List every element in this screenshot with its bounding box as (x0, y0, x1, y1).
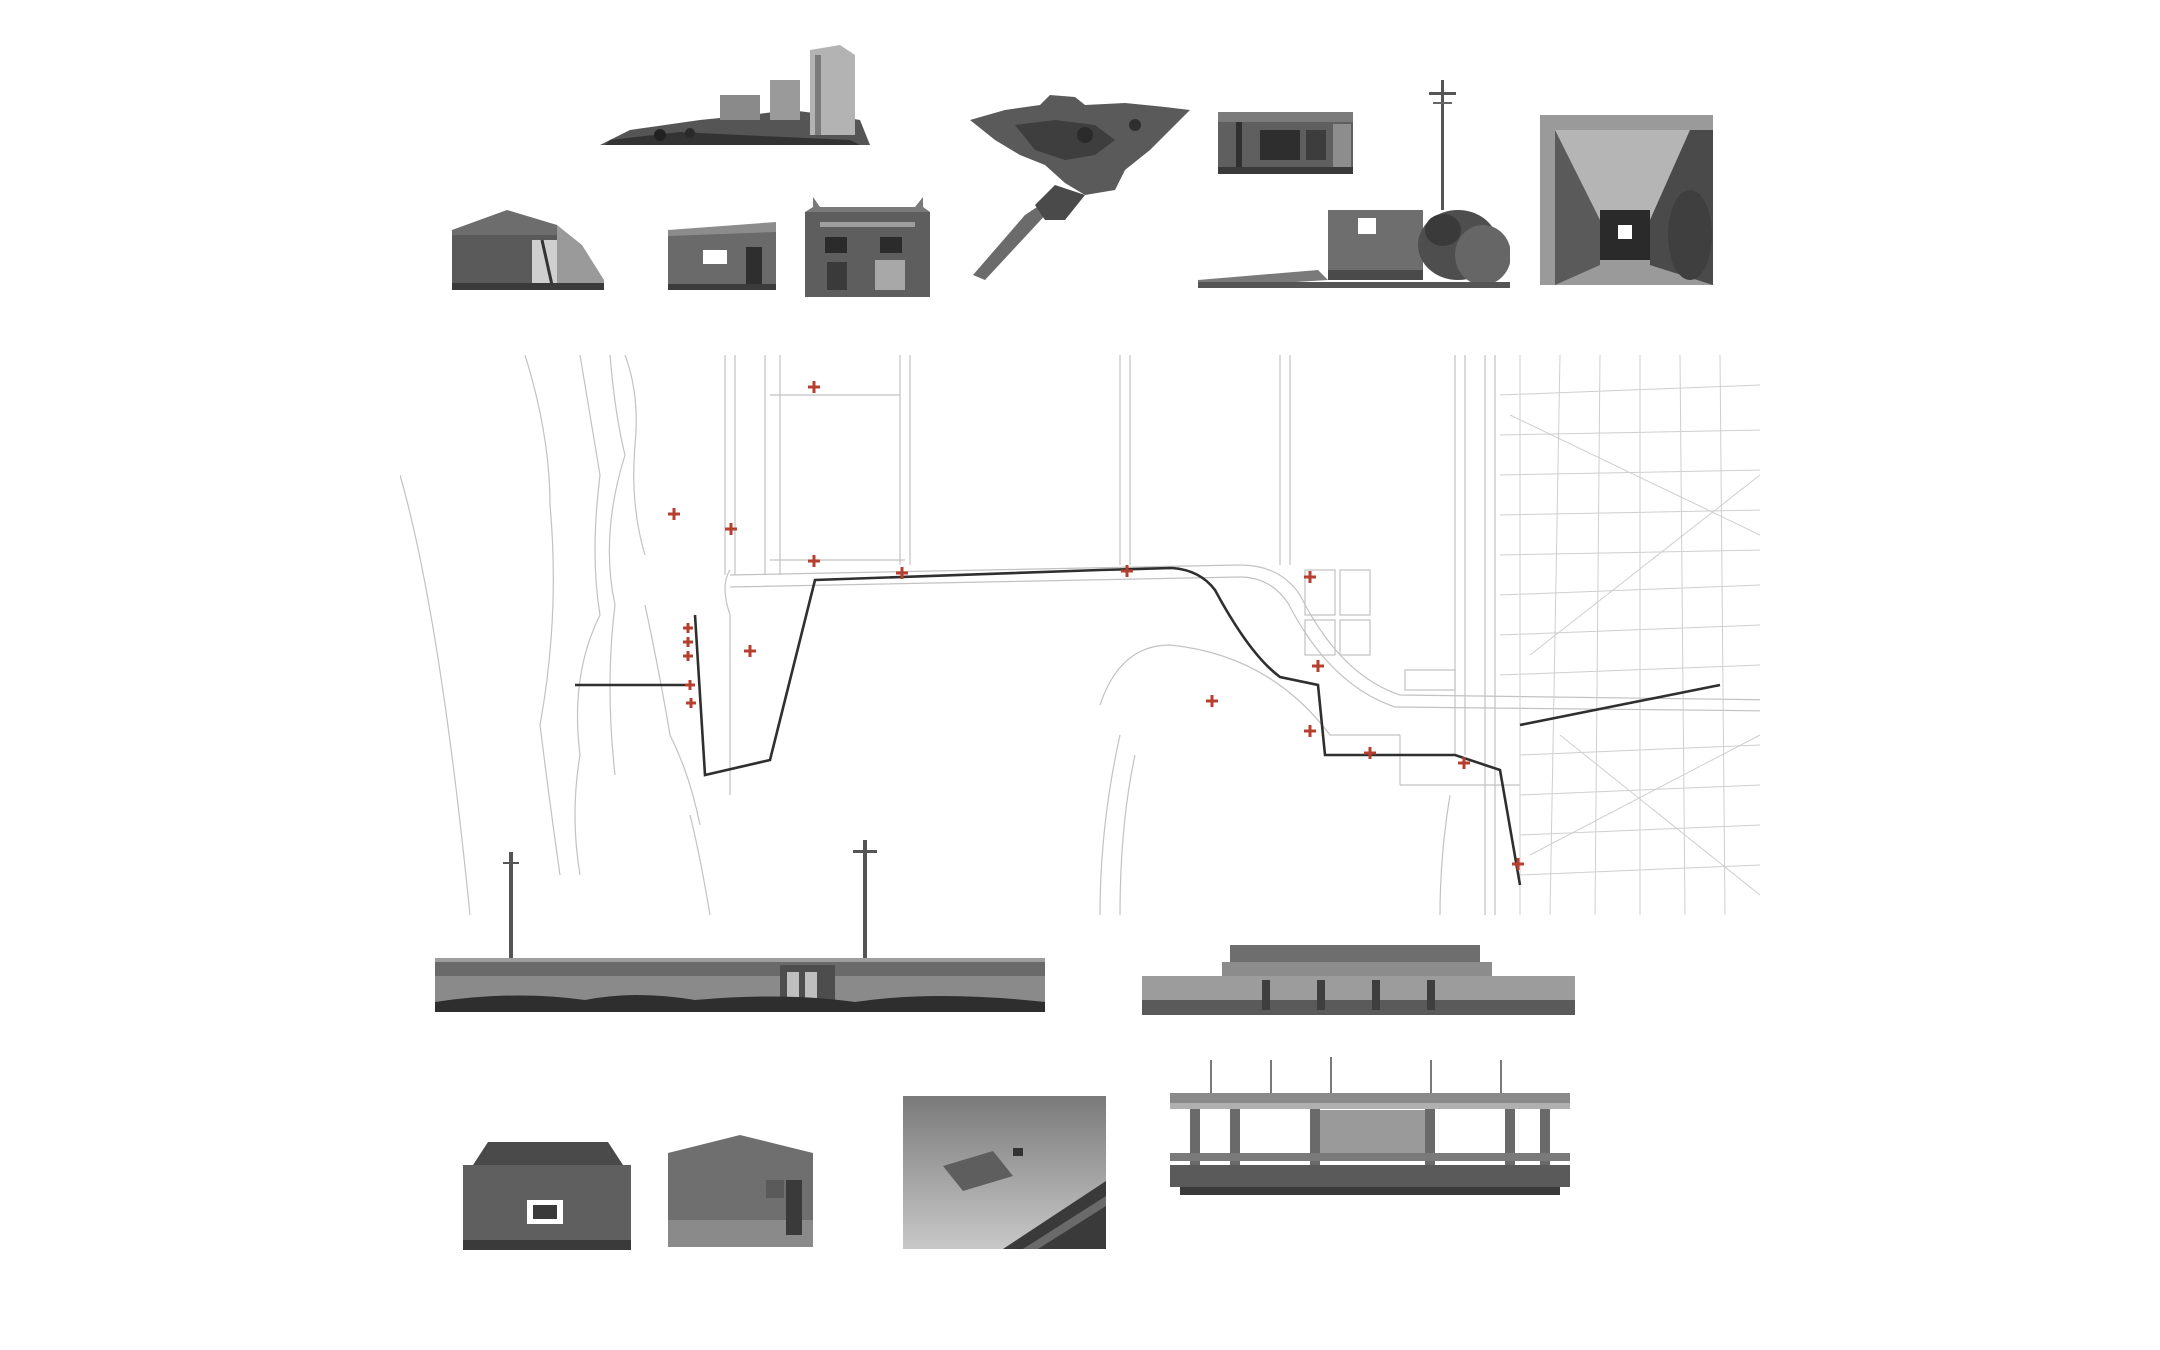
red-cross-marker (668, 508, 680, 520)
red-cross-marker (683, 637, 693, 647)
submerged-structure-photo (903, 1096, 1106, 1249)
ruined-two-storey-house (805, 192, 930, 297)
roofless-bunker-with-shrubs (1198, 200, 1510, 288)
gabled-barn-with-door (668, 1135, 813, 1247)
red-cross-marker (1304, 571, 1316, 583)
sluice-gate-elevation (1142, 940, 1575, 1015)
red-cross-marker (808, 555, 820, 567)
red-cross-marker (1458, 757, 1470, 769)
red-cross-marker (1304, 725, 1316, 737)
shelter-with-columns (1218, 112, 1353, 174)
site-plan-drawing (400, 355, 1760, 915)
tiled-roof-house (463, 1140, 631, 1250)
red-cross-marker (1512, 858, 1524, 870)
aerial-rubble-outcrop (965, 95, 1190, 285)
red-cross-marker (1121, 565, 1133, 577)
ruined-wall-fragment (600, 40, 870, 150)
red-cross-marker (1206, 695, 1218, 707)
red-cross-marker (725, 523, 737, 535)
red-cross-marker (683, 651, 693, 661)
gabled-shed-ruin (452, 205, 604, 290)
pump-station-elevation (1170, 1055, 1570, 1195)
red-cross-marker (1364, 747, 1376, 759)
red-cross-marker (1312, 660, 1324, 672)
site-markers (668, 381, 1524, 870)
site-plan-map (400, 355, 1760, 915)
red-cross-marker (808, 381, 820, 393)
seawall-elevation-with-poles (435, 840, 1045, 1012)
red-cross-marker (685, 680, 695, 690)
utility-pole (1425, 80, 1460, 210)
concrete-culvert-tunnel (1540, 115, 1713, 285)
red-cross-marker (683, 623, 693, 633)
red-cross-marker (686, 698, 696, 708)
red-cross-marker (896, 567, 908, 579)
small-hut-with-window (668, 222, 776, 290)
red-cross-marker (744, 645, 756, 657)
